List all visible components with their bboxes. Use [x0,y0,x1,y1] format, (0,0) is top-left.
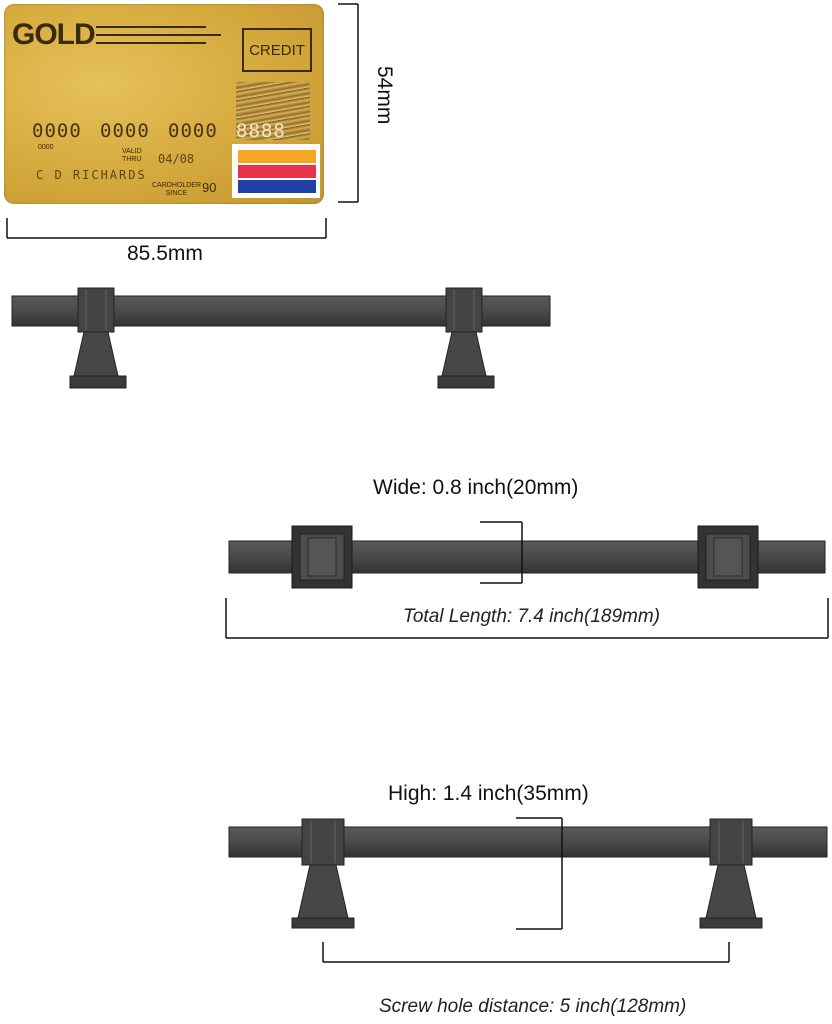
card-logo-stripe [238,165,316,178]
credit-card: GOLD CREDIT 0000 0000 0000 8888 0000 VAL… [4,4,324,204]
card-brand-line [96,34,221,36]
handle-side-view-2 [228,817,828,963]
card-height-bracket [338,3,359,203]
cardholder-since-label: CARDHOLDER SINCE [152,182,202,197]
card-logo-stripe [238,150,316,163]
card-number-group: 0000 [32,120,82,142]
handle-top-view [225,521,829,639]
card-small-number: 0000 [38,144,54,151]
screw-hole-distance-label: Screw hole distance: 5 inch(128mm) [379,996,687,1017]
handle-post [699,818,763,929]
card-number-group: 8888 [236,120,286,142]
card-height-label: 54mm [373,66,396,125]
handle-post [437,287,495,389]
screw-distance-bracket [322,942,730,963]
card-brand-line [96,26,206,28]
valid-date: 04/08 [158,152,195,166]
card-type-label: CREDIT [242,28,312,72]
card-width-label: 85.5mm [127,242,203,265]
cardholder-since-year: 90 [202,180,217,195]
handle-side-view-1 [11,287,551,389]
card-number-group: 0000 [168,120,218,142]
hologram [236,82,310,140]
valid-thru-label: VALID THRU [122,148,142,163]
card-brand-line [96,42,206,44]
card-logo-stripe [238,180,316,193]
wide-label: Wide: 0.8 inch(20mm) [373,476,579,499]
handle-mount-square [291,525,353,589]
cardholder-name: C D RICHARDS [36,168,147,182]
total-length-bracket [225,598,829,639]
card-width-bracket [6,218,327,239]
handle-mount-square [697,525,759,589]
handle-post [69,287,127,389]
handle-post [291,818,355,929]
high-label: High: 1.4 inch(35mm) [388,782,589,805]
width-bracket [480,521,523,584]
card-number-group: 0000 [100,120,150,142]
card-brand: GOLD [12,18,96,51]
height-bracket [516,817,563,930]
total-length-label: Total Length: 7.4 inch(189mm) [403,606,661,627]
